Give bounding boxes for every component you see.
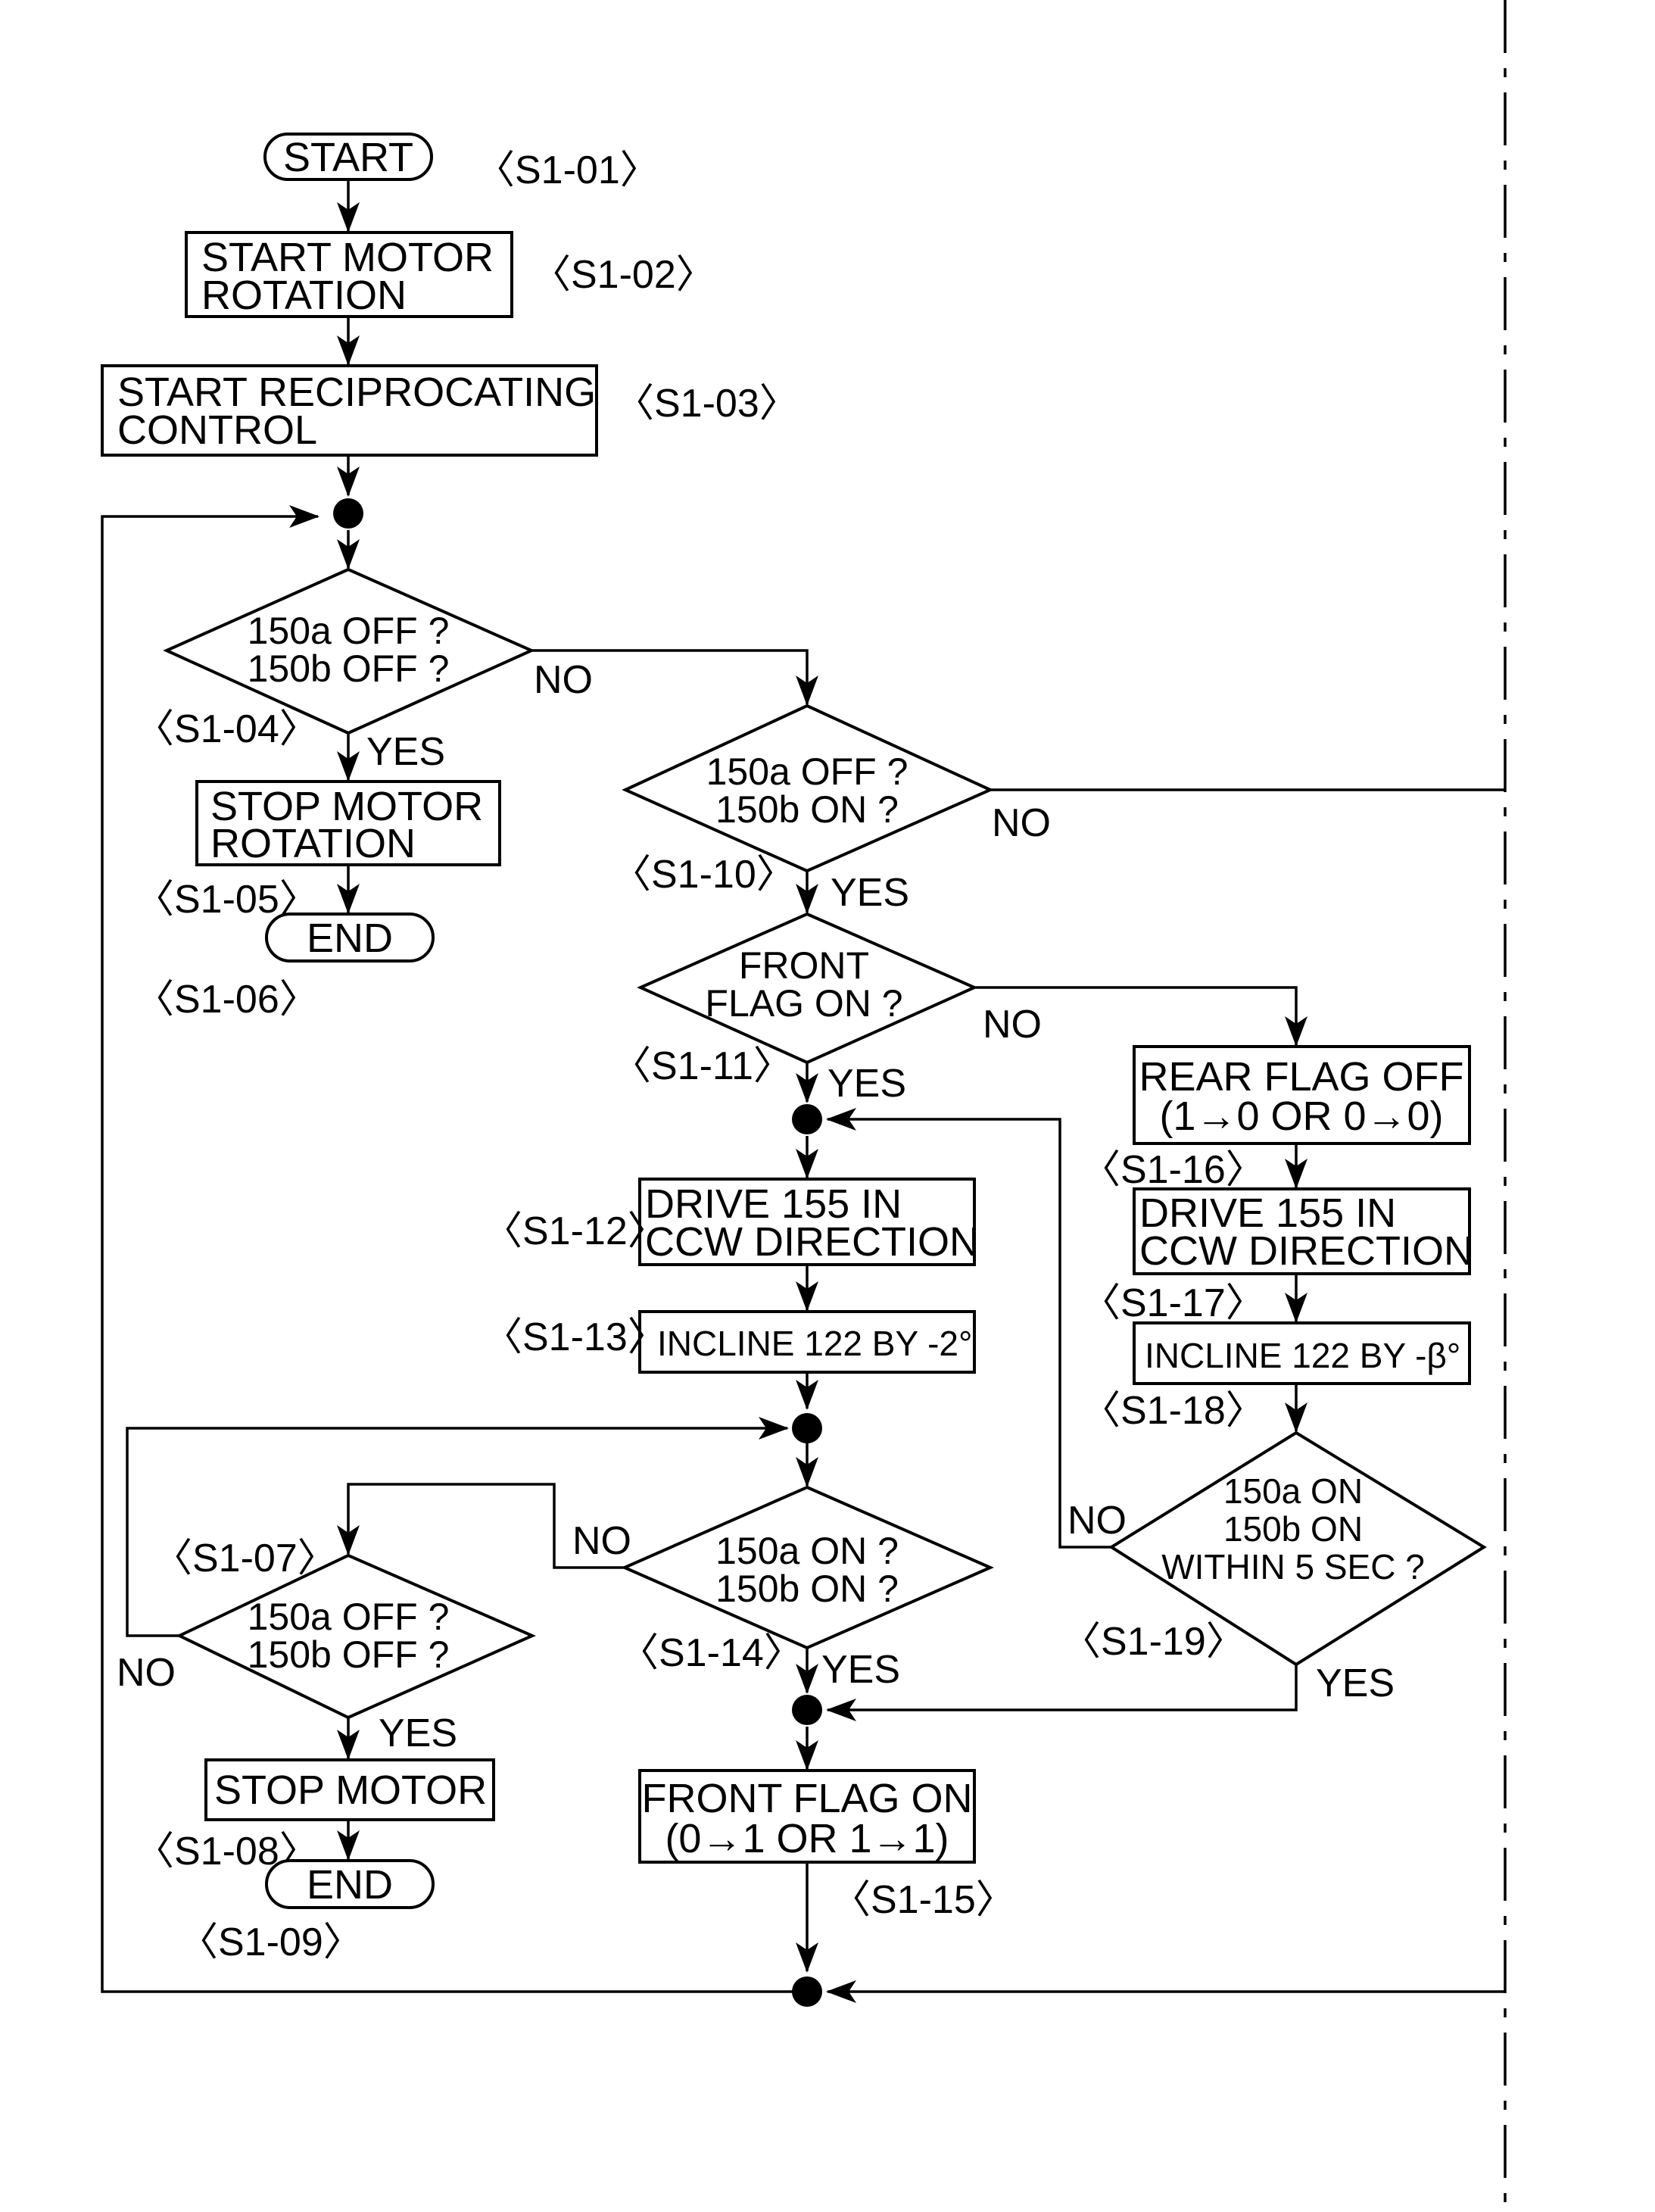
step-text: FRONT xyxy=(739,944,869,987)
yes-label: YES xyxy=(379,1711,457,1755)
step-text: 150a OFF ? xyxy=(248,610,450,652)
step-text: 150b OFF ? xyxy=(248,647,450,690)
no-label: NO xyxy=(1067,1499,1127,1543)
no-label: NO xyxy=(534,658,593,702)
step-label: 〈S1-19〉 xyxy=(1061,1620,1245,1664)
step-s1-19: 150a ON 150b ON WITHIN 5 SEC ? 〈S1-19〉 Y… xyxy=(1061,1433,1484,1705)
step-s1-11: FRONT FLAG ON ? 〈S1-11〉 YES NO xyxy=(612,914,1042,1106)
step-s1-12: DRIVE 155 IN CCW DIRECTION 〈S1-12〉 xyxy=(483,1179,979,1265)
step-text: 150a ON ? xyxy=(715,1530,899,1572)
step-label: 〈S1-15〉 xyxy=(831,1878,1015,1922)
step-text: FRONT FLAG ON xyxy=(641,1776,972,1821)
step-s1-17: DRIVE 155 IN CCW DIRECTION 〈S1-17〉 xyxy=(1081,1189,1473,1325)
step-text: START xyxy=(283,135,413,180)
step-text: INCLINE 122 BY -β° xyxy=(1145,1336,1460,1375)
no-label: NO xyxy=(992,801,1051,845)
step-s1-03: START RECIPROCATING CONTROL 〈S1-03〉 xyxy=(102,366,799,455)
step-text: INCLINE 122 BY -2° xyxy=(657,1324,972,1363)
step-text: 150b ON xyxy=(1223,1509,1363,1549)
step-text: 150b ON ? xyxy=(715,1568,899,1610)
step-label: 〈S1-03〉 xyxy=(615,382,799,426)
step-text: 150a ON xyxy=(1223,1471,1363,1511)
step-text: FLAG ON ? xyxy=(705,982,902,1025)
step-label: 〈S1-16〉 xyxy=(1081,1148,1265,1192)
step-label: 〈S1-02〉 xyxy=(531,253,715,297)
step-s1-02: START MOTOR ROTATION 〈S1-02〉 xyxy=(186,232,715,318)
step-s1-18: INCLINE 122 BY -β° 〈S1-18〉 xyxy=(1081,1323,1470,1433)
step-s1-04: 150a OFF ? 150b OFF ? 〈S1-04〉 YES NO xyxy=(135,569,593,774)
junction-dot xyxy=(792,1695,822,1725)
step-s1-16: REAR FLAG OFF (1→0 OR 0→0) 〈S1-16〉 xyxy=(1081,1047,1470,1192)
step-s1-08: STOP MOTOR 〈S1-08〉 xyxy=(135,1760,494,1873)
junction-dot xyxy=(792,1976,822,2007)
step-label: 〈S1-09〉 xyxy=(179,1920,363,1964)
step-text: 150b OFF ? xyxy=(248,1633,450,1676)
step-text: 150a OFF ? xyxy=(706,750,909,793)
step-text: ROTATION xyxy=(210,821,416,866)
step-label: 〈S1-14〉 xyxy=(619,1631,803,1675)
step-text: (0→1 OR 1→1) xyxy=(665,1816,949,1861)
junction-dot xyxy=(792,1104,822,1134)
step-s1-07: 150a OFF ? 150b OFF ? 〈S1-07〉 YES NO xyxy=(117,1537,532,1755)
step-text: ROTATION xyxy=(201,273,407,318)
step-label: 〈S1-07〉 xyxy=(153,1537,337,1580)
step-label: 〈S1-13〉 xyxy=(483,1315,667,1359)
step-s1-13: INCLINE 122 BY -2° 〈S1-13〉 xyxy=(483,1312,974,1372)
no-label: NO xyxy=(983,1003,1042,1047)
step-s1-10: 150a OFF ? 150b ON ? 〈S1-10〉 YES NO xyxy=(612,706,1051,915)
step-text: CONTROL xyxy=(117,407,317,453)
step-text: END xyxy=(307,1862,393,1908)
step-s1-09: END 〈S1-09〉 xyxy=(179,1861,433,1964)
junction-dot xyxy=(333,498,363,529)
step-s1-05: STOP MOTOR ROTATION 〈S1-05〉 xyxy=(135,782,500,922)
step-label: 〈S1-11〉 xyxy=(612,1044,793,1088)
step-text: WITHIN 5 SEC ? xyxy=(1161,1547,1425,1586)
step-label: 〈S1-12〉 xyxy=(483,1209,667,1253)
step-text: STOP MOTOR xyxy=(214,1767,487,1813)
step-text: (1→0 OR 0→0) xyxy=(1159,1094,1443,1139)
no-label: NO xyxy=(572,1519,631,1563)
step-s1-15: FRONT FLAG ON (0→1 OR 1→1) 〈S1-15〉 xyxy=(640,1771,1015,1922)
step-s1-01: START 〈S1-01〉 xyxy=(265,134,659,192)
step-text: REAR FLAG OFF xyxy=(1139,1054,1463,1100)
step-s1-06: END 〈S1-06〉 xyxy=(135,914,433,1022)
yes-label: YES xyxy=(366,730,445,774)
step-label: 〈S1-10〉 xyxy=(612,853,796,897)
yes-label: YES xyxy=(1316,1661,1395,1705)
step-label: 〈S1-06〉 xyxy=(135,978,319,1022)
step-label: 〈S1-17〉 xyxy=(1081,1281,1265,1325)
yes-label: YES xyxy=(821,1648,900,1692)
step-text: 150b ON ? xyxy=(715,788,899,831)
no-label: NO xyxy=(117,1651,176,1695)
step-label: 〈S1-01〉 xyxy=(475,148,659,192)
step-text: CCW DIRECTION xyxy=(645,1219,979,1265)
step-label: 〈S1-04〉 xyxy=(135,707,319,751)
step-s1-14: 150a ON ? 150b ON ? 〈S1-14〉 YES NO xyxy=(572,1487,990,1692)
step-label: 〈S1-18〉 xyxy=(1081,1389,1265,1433)
junction-dot xyxy=(792,1413,822,1443)
step-text: CCW DIRECTION xyxy=(1139,1228,1473,1274)
yes-label: YES xyxy=(831,871,909,915)
step-text: 150a OFF ? xyxy=(248,1596,450,1638)
yes-label: YES xyxy=(828,1062,906,1106)
step-text: END xyxy=(307,916,393,961)
